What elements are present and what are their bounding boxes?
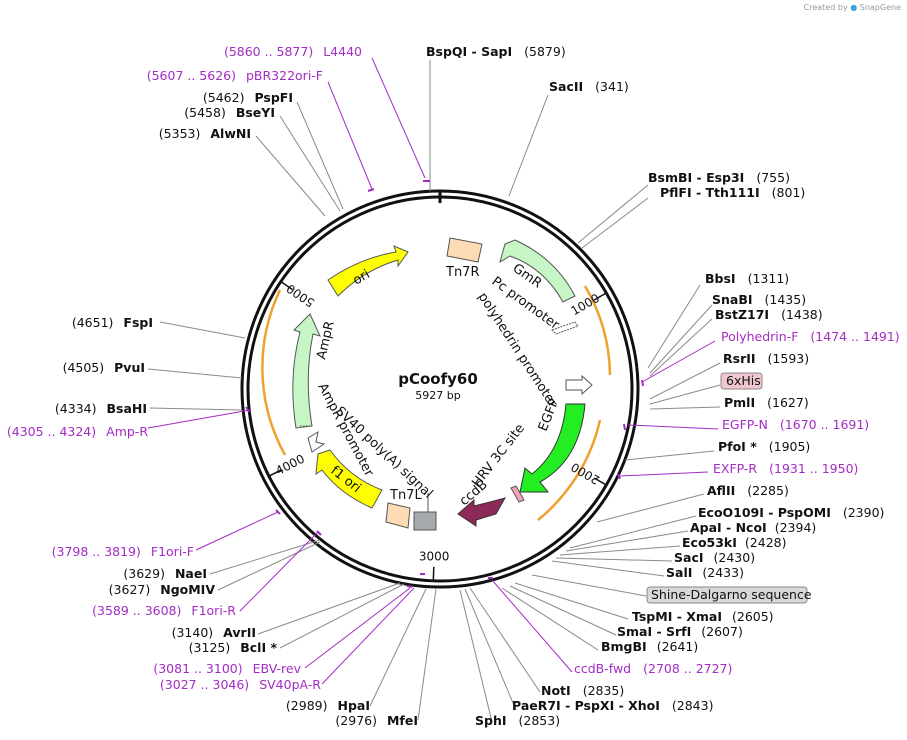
orf-arc-3 bbox=[261, 289, 287, 456]
svg-text:(4505)PvuI: (4505)PvuI bbox=[63, 360, 145, 375]
svg-text:ApaI - NcoI(2394): ApaI - NcoI(2394) bbox=[690, 520, 816, 535]
tick-label: 3000 bbox=[419, 549, 450, 563]
svg-text:SnaBI(1435): SnaBI(1435) bbox=[712, 292, 806, 307]
svg-text:ori: ori bbox=[351, 267, 373, 288]
feature-ccdb[interactable]: ccdB bbox=[457, 477, 507, 527]
svg-text:(3140)AvrII: (3140)AvrII bbox=[172, 625, 256, 640]
tick-mark bbox=[593, 477, 607, 486]
svg-text:(3081 .. 3100)EBV-rev: (3081 .. 3100)EBV-rev bbox=[153, 661, 301, 676]
plasmid-name: pCoofy60 bbox=[398, 370, 478, 388]
svg-text:AmpR: AmpR bbox=[314, 320, 337, 361]
svg-text:(3798 .. 3819)F1ori-F: (3798 .. 3819)F1ori-F bbox=[52, 544, 194, 559]
svg-text:(4334)BsaHI: (4334)BsaHI bbox=[55, 401, 147, 416]
svg-text:(2989)HpaI: (2989)HpaI bbox=[286, 698, 370, 713]
svg-text:SacI(2430): SacI(2430) bbox=[674, 550, 755, 565]
svg-text:BbsI(1311): BbsI(1311) bbox=[705, 271, 789, 286]
svg-text:(5607 .. 5626)pBR322ori-F: (5607 .. 5626)pBR322ori-F bbox=[147, 68, 323, 83]
svg-text:(2976)MfeI: (2976)MfeI bbox=[335, 713, 418, 728]
svg-text:EcoO109I - PspOMI(2390): EcoO109I - PspOMI(2390) bbox=[698, 505, 884, 520]
svg-text:BmgBI(2641): BmgBI(2641) bbox=[601, 639, 698, 654]
svg-text:Eco53kI(2428): Eco53kI(2428) bbox=[682, 535, 786, 550]
tick-mark bbox=[280, 281, 293, 291]
svg-text:(3629)NaeI: (3629)NaeI bbox=[123, 566, 207, 581]
svg-text:polyhedrin promoter: polyhedrin promoter bbox=[475, 290, 561, 411]
feature-tn7r[interactable]: Tn7R bbox=[445, 237, 483, 280]
svg-text:PaeR7I - PspXI - XhoI(2843): PaeR7I - PspXI - XhoI(2843) bbox=[512, 698, 713, 713]
svg-text:(3627)NgoMIV: (3627)NgoMIV bbox=[109, 582, 216, 597]
primer-marks bbox=[245, 180, 644, 588]
orf-arc-1 bbox=[583, 285, 612, 376]
svg-text:Tn7R: Tn7R bbox=[445, 265, 479, 280]
svg-text:PflFI - Tth111I(801): PflFI - Tth111I(801) bbox=[660, 185, 805, 200]
svg-text:NotI(2835): NotI(2835) bbox=[541, 683, 624, 698]
tick-label: 5000 bbox=[284, 281, 317, 310]
svg-text:ccdB-fwd(2708 .. 2727): ccdB-fwd(2708 .. 2727) bbox=[574, 661, 732, 676]
svg-text:(3125)BclI *: (3125)BclI * bbox=[189, 640, 278, 655]
svg-text:Polyhedrin-F(1474 .. 1491): Polyhedrin-F(1474 .. 1491) bbox=[721, 329, 900, 344]
svg-text:(4651)FspI: (4651)FspI bbox=[72, 315, 153, 330]
tick-mark bbox=[593, 292, 607, 301]
svg-text:EGFP-N(1670 .. 1691): EGFP-N(1670 .. 1691) bbox=[722, 417, 869, 432]
svg-text:SacII(341): SacII(341) bbox=[549, 79, 629, 94]
svg-text:PfoI *(1905): PfoI *(1905) bbox=[718, 439, 810, 454]
tick-label: 4000 bbox=[273, 452, 307, 478]
right-labels: BspQI - SapI(5879) SacII(341) BsmBI - Es… bbox=[426, 44, 900, 728]
svg-text:Tn7L: Tn7L bbox=[389, 488, 422, 503]
tick-mark bbox=[268, 469, 282, 477]
feature-gmr[interactable]: GmR bbox=[499, 239, 576, 303]
svg-text:(5462)PspFI: (5462)PspFI bbox=[203, 90, 293, 105]
svg-text:BspQI - SapI(5879): BspQI - SapI(5879) bbox=[426, 44, 566, 59]
svg-text:(3589 .. 3608)F1ori-R: (3589 .. 3608)F1ori-R bbox=[92, 603, 236, 618]
svg-text:Shine-Dalgarno sequence: Shine-Dalgarno sequence bbox=[651, 587, 812, 602]
svg-text:BstZ17I(1438): BstZ17I(1438) bbox=[715, 307, 823, 322]
svg-text:EGFP: EGFP bbox=[536, 397, 563, 434]
leader-lines bbox=[147, 57, 721, 723]
svg-text:(5458)BseYI: (5458)BseYI bbox=[184, 105, 275, 120]
feature-tn7l[interactable]: Tn7L bbox=[385, 488, 422, 529]
svg-text:BsmBI - Esp3I(755): BsmBI - Esp3I(755) bbox=[648, 170, 790, 185]
svg-text:(3027 .. 3046)SV40pA-R: (3027 .. 3046)SV40pA-R bbox=[160, 677, 321, 692]
svg-text:TspMI - XmaI(2605): TspMI - XmaI(2605) bbox=[632, 609, 774, 624]
svg-text:SmaI - SrfI(2607): SmaI - SrfI(2607) bbox=[617, 624, 743, 639]
svg-text:(5860 .. 5877)L4440: (5860 .. 5877)L4440 bbox=[224, 44, 362, 59]
svg-text:6xHis: 6xHis bbox=[726, 373, 761, 388]
plasmid-size: 5927 bp bbox=[415, 389, 460, 402]
svg-text:SphI(2853): SphI(2853) bbox=[475, 713, 560, 728]
svg-text:RsrII(1593): RsrII(1593) bbox=[723, 351, 809, 366]
svg-text:PmlI(1627): PmlI(1627) bbox=[724, 395, 809, 410]
orf-arc-2 bbox=[537, 419, 602, 521]
snapgene-credit: Created by ● SnapGene bbox=[803, 3, 901, 12]
svg-text:EXFP-R(1931 .. 1950): EXFP-R(1931 .. 1950) bbox=[713, 461, 858, 476]
svg-text:(4305 .. 4324)Amp-R: (4305 .. 4324)Amp-R bbox=[7, 424, 148, 439]
svg-text:SalI(2433): SalI(2433) bbox=[666, 565, 744, 580]
feature-ori[interactable]: ori bbox=[327, 245, 409, 297]
left-labels: (5860 .. 5877)L4440 (5607 .. 5626)pBR322… bbox=[7, 44, 418, 728]
feature-f1-ori[interactable]: f1 ori bbox=[315, 449, 383, 509]
svg-text:(5353)AlwNI: (5353)AlwNI bbox=[159, 126, 251, 141]
svg-text:AflII(2285): AflII(2285) bbox=[707, 483, 789, 498]
